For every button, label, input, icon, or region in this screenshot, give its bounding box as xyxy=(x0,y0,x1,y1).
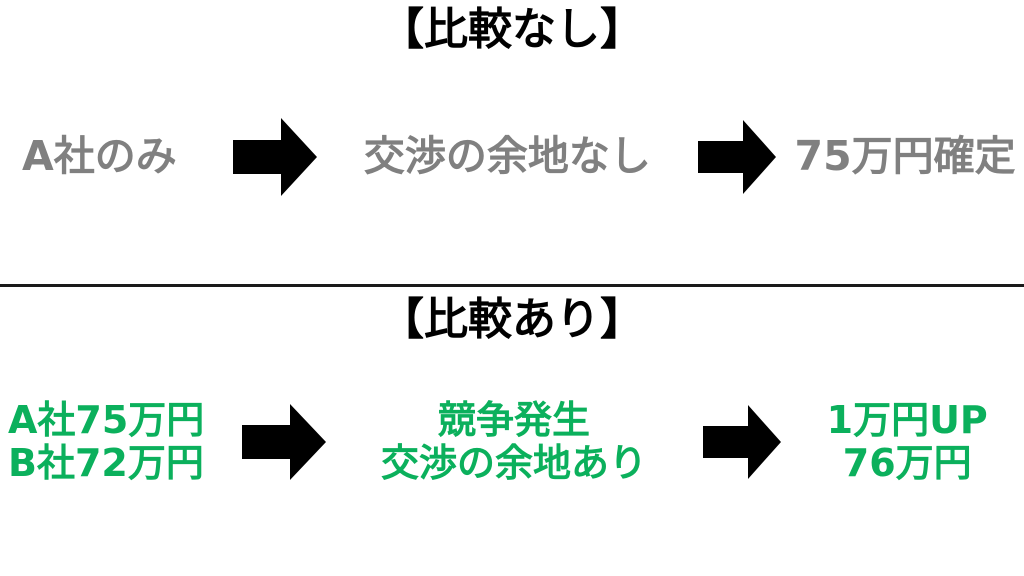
flow-step-line-1: A社75万円 xyxy=(8,398,205,443)
section-divider xyxy=(0,284,1024,287)
section-title-no-comparison: 【比較なし】 xyxy=(380,4,644,55)
flow-step-line-2: 76万円 xyxy=(842,441,972,485)
flow-step-line-2: B社72万円 xyxy=(8,441,204,485)
flow-step-a-company-only: A社のみ xyxy=(0,132,225,181)
section-title-with-comparison: 【比較あり】 xyxy=(380,294,644,345)
flow-step-fixed-price: 75万円確定 xyxy=(786,132,1024,181)
flow-step-line-1: 75万円確定 xyxy=(794,132,1016,181)
flow-step-two-quotes: A社75万円 B社72万円 xyxy=(0,399,234,484)
right-block-arrow-icon xyxy=(693,405,790,479)
right-block-arrow-icon xyxy=(689,120,786,194)
flow-step-line-1: A社のみ xyxy=(22,132,177,181)
flow-row-no-comparison: A社のみ 交渉の余地なし 75万円確定 xyxy=(0,108,1024,206)
flow-step-line-1: 1万円UP xyxy=(826,398,988,443)
flow-step-price-up-result: 1万円UP 76万円 xyxy=(790,399,1024,484)
flow-row-with-comparison: A社75万円 B社72万円 競争発生 交渉の余地あり 1万円UP 76万円 xyxy=(0,382,1024,502)
right-block-arrow-icon xyxy=(225,118,326,196)
right-block-arrow-icon xyxy=(234,404,335,480)
flow-step-line-1: 競争発生 xyxy=(438,398,591,443)
flow-step-competition-occurs: 競争発生 交渉の余地あり xyxy=(335,399,693,484)
flow-step-line-1: 交渉の余地なし xyxy=(363,132,651,181)
flow-step-line-2: 交渉の余地あり xyxy=(381,441,648,485)
flow-step-no-negotiation-room: 交渉の余地なし xyxy=(326,132,689,181)
